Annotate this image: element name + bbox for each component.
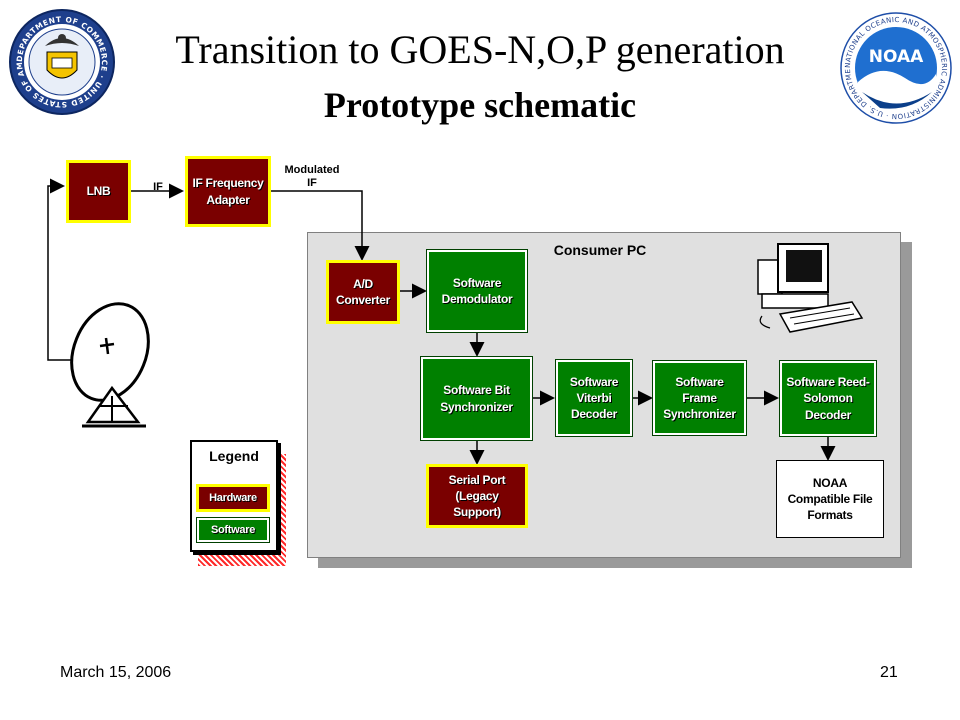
software-viterbi-decoder-box: Software Viterbi Decoder [555, 359, 633, 437]
software-demodulator-box: Software Demodulator [426, 249, 528, 333]
slide-subtitle: Prototype schematic [323, 85, 637, 125]
slide-title: Transition to GOES-N,O,P generation [175, 27, 785, 72]
dish-to-lnb-line [47, 178, 80, 361]
software-bit-synchronizer-box: Software Bit Synchronizer [420, 356, 533, 441]
footer-page-number: 21 [880, 664, 898, 681]
if-frequency-adapter-box: IF Frequency Adapter [185, 156, 271, 227]
legend-hardware-swatch: Hardware [196, 484, 270, 512]
software-reed-solomon-decoder-box: Software Reed- Solomon Decoder [779, 360, 877, 437]
ad-converter-box: A/D Converter [326, 260, 400, 324]
adapter-to-ad-line [271, 190, 370, 261]
software-frame-synchronizer-box: Software Frame Synchronizer [652, 360, 747, 436]
noaa-compatible-file-formats-box: NOAA Compatible File Formats [776, 460, 884, 538]
legend-software-swatch: Software [196, 517, 270, 543]
footer-date: March 15, 2006 [60, 664, 172, 681]
serial-port-box: Serial Port (Legacy Support) [426, 464, 528, 528]
desktop-computer-icon [757, 243, 864, 333]
modulated-if-label: Modulated IF [284, 164, 340, 190]
if-signal-label: IF [153, 181, 163, 193]
legend-title: Legend [209, 448, 259, 464]
consumer-pc-label: Consumer PC [553, 242, 647, 258]
satellite-dish-icon [70, 302, 150, 428]
lnb-box: LNB [66, 160, 131, 223]
